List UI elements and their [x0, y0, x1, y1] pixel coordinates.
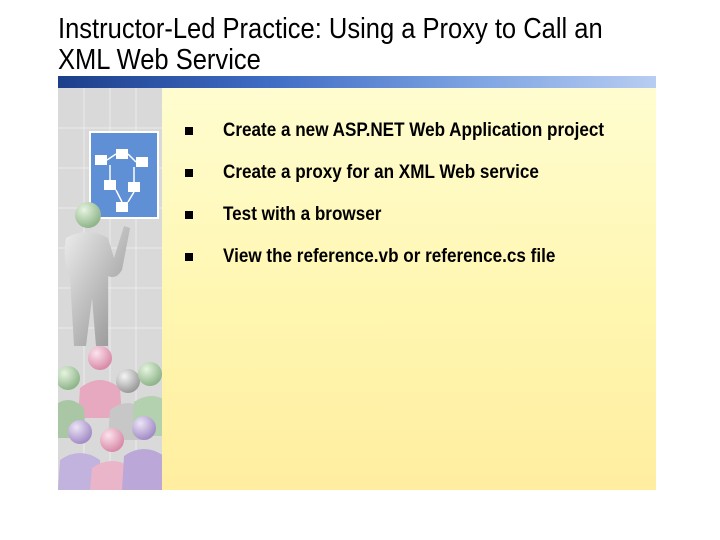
bullet-text: Test with a browser: [223, 204, 382, 225]
bullet-item: View the reference.vb or reference.cs fi…: [185, 244, 645, 269]
bullet-list: Create a new ASP.NET Web Application pro…: [185, 118, 645, 286]
square-bullet-icon: [185, 253, 193, 261]
bullet-item: Create a new ASP.NET Web Application pro…: [185, 118, 645, 143]
bullet-text: Create a proxy for an XML Web service: [223, 162, 539, 183]
presenter-audience-illustration-icon: [58, 88, 162, 490]
bullet-item: Create a proxy for an XML Web service: [185, 160, 645, 185]
slide-title: Instructor-Led Practice: Using a Proxy t…: [58, 13, 603, 76]
bullet-text: Create a new ASP.NET Web Application pro…: [223, 120, 605, 141]
bullet-item: Test with a browser: [185, 202, 645, 227]
square-bullet-icon: [185, 169, 193, 177]
square-bullet-icon: [185, 127, 193, 135]
title-accent-bar: [58, 76, 656, 88]
square-bullet-icon: [185, 211, 193, 219]
bullet-text: View the reference.vb or reference.cs fi…: [223, 246, 556, 267]
